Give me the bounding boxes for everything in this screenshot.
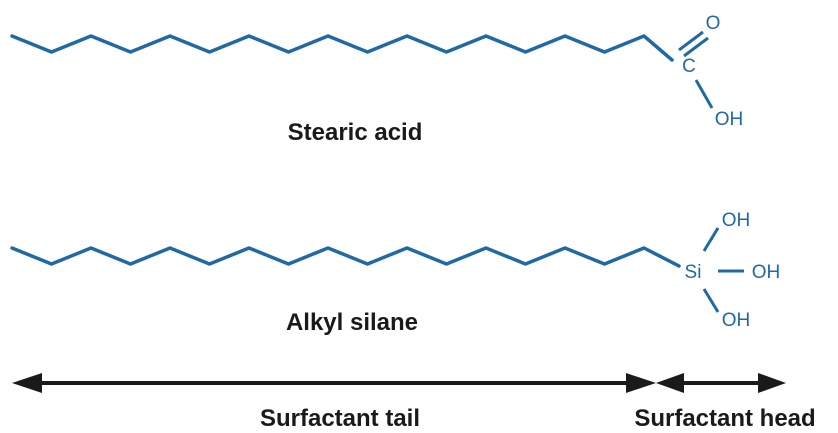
stearic-acid-chain — [10, 34, 674, 62]
alkyl-silane-molecule: Si OH OH OH Alkyl silane — [10, 210, 781, 336]
stearic-acid-carbonyl-bond-2 — [683, 36, 709, 58]
stearic-acid-oxygen-label: O — [706, 13, 721, 34]
head-arrow-left-head — [656, 373, 684, 393]
stearic-acid-label: Stearic acid — [288, 119, 423, 146]
alkyl-silane-bottom-bond — [702, 288, 720, 313]
stearic-acid-molecule: O C OH Stearic acid — [10, 13, 744, 146]
tail-arrow-left-head — [12, 373, 42, 393]
tail-arrow-right-head — [626, 373, 656, 393]
stearic-acid-carbonyl-bond-1 — [678, 30, 704, 52]
stearic-acid-hydroxyl-label: OH — [715, 109, 744, 130]
alkyl-silane-chain — [10, 246, 681, 268]
head-arrow — [656, 373, 786, 393]
silicon-label: Si — [685, 262, 702, 283]
stearic-acid-carbon-label: C — [682, 56, 696, 77]
silane-hydroxyl-top-label: OH — [722, 210, 751, 231]
surfactant-tail-label: Surfactant tail — [260, 405, 420, 432]
silane-hydroxyl-right-label: OH — [752, 262, 781, 283]
stearic-acid-hydroxyl-bond — [694, 79, 714, 109]
alkyl-silane-label: Alkyl silane — [286, 309, 418, 336]
surfactant-head-label: Surfactant head — [634, 405, 815, 432]
silane-hydroxyl-bottom-label: OH — [722, 310, 751, 331]
alkyl-silane-top-bond — [702, 227, 720, 252]
tail-arrow — [12, 373, 656, 393]
head-arrow-right-head — [758, 373, 786, 393]
